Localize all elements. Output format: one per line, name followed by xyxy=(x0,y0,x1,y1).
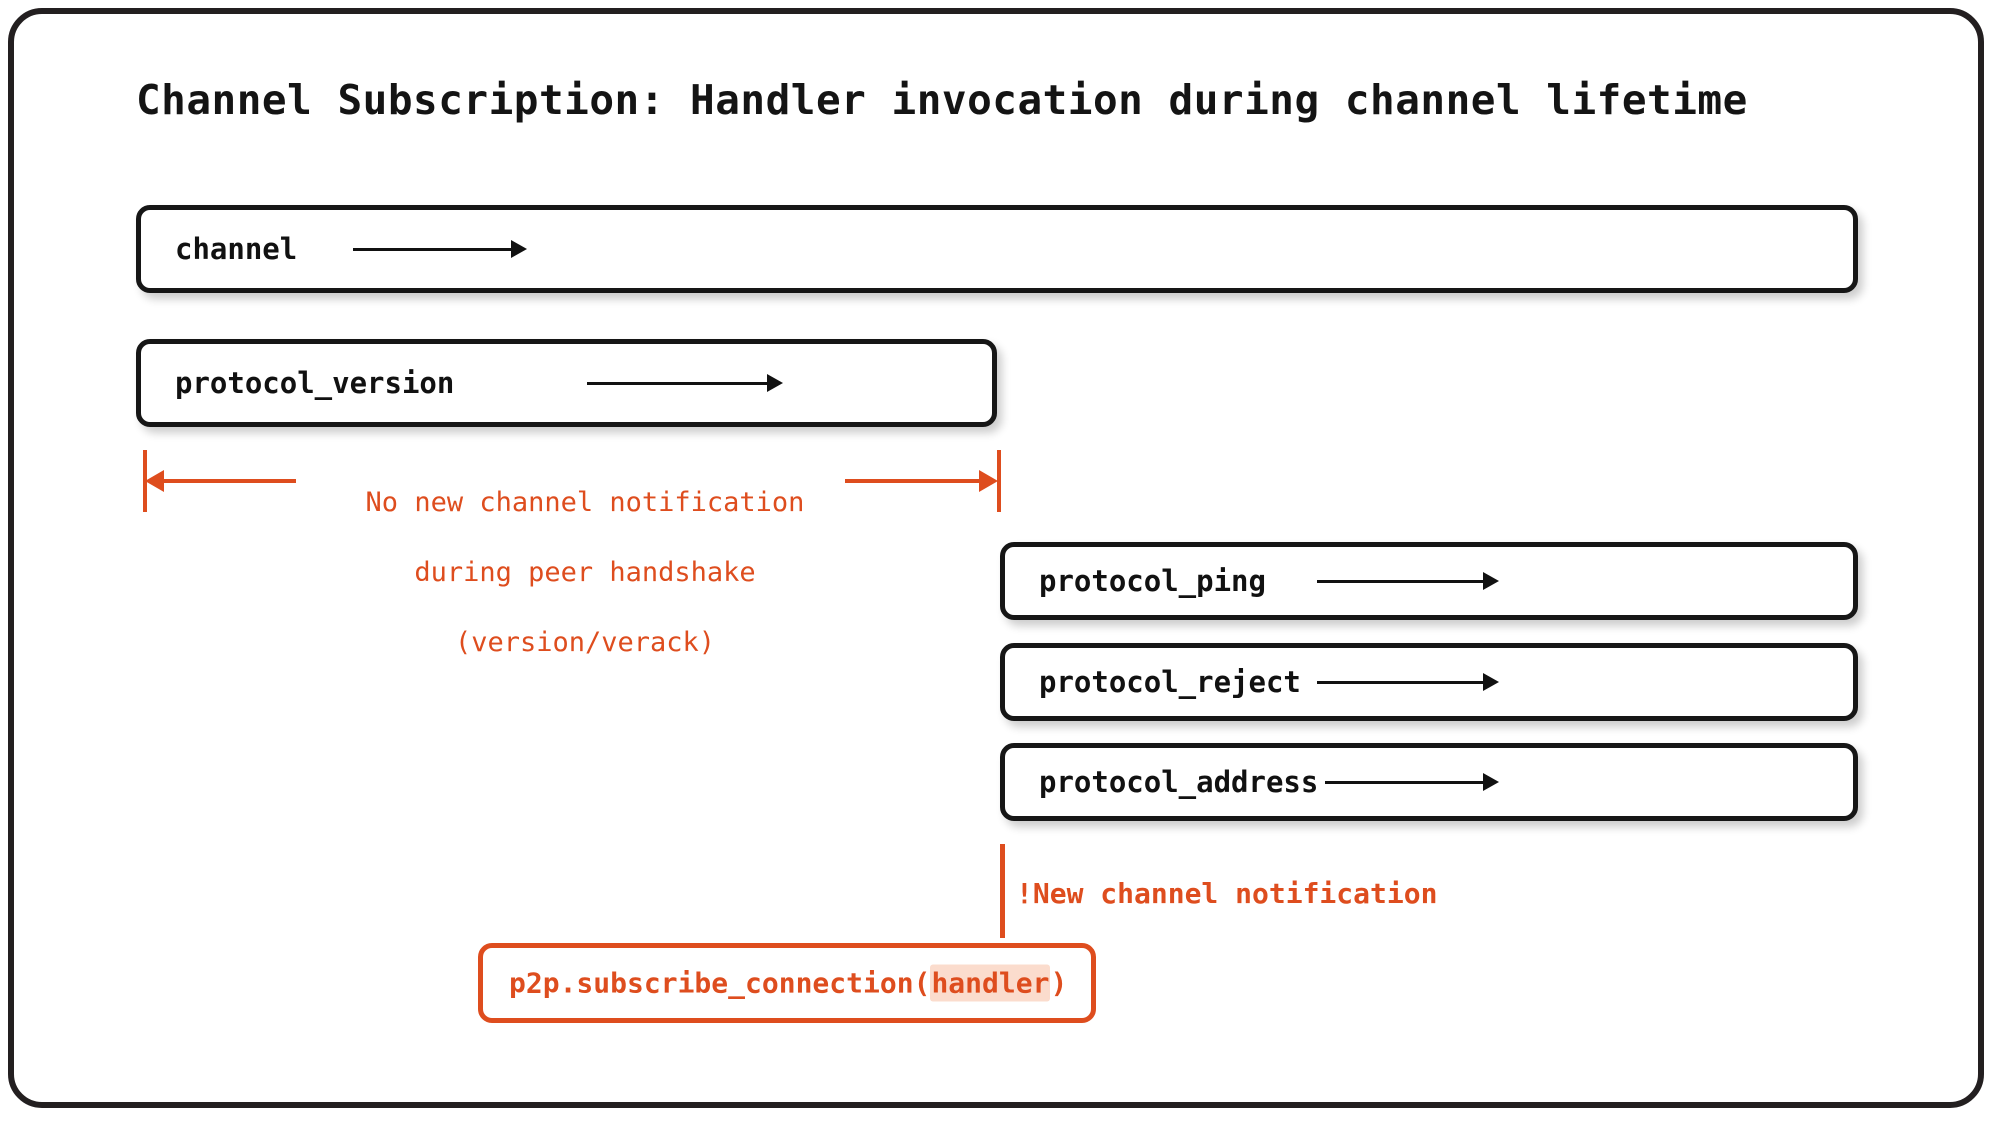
span-line-left xyxy=(162,479,296,483)
handshake-caption-line-2: during peer handshake xyxy=(414,557,756,588)
handshake-caption-line-1: No new channel notification xyxy=(365,487,805,518)
node-channel-label: channel xyxy=(175,232,298,266)
right-arrow-icon xyxy=(979,470,998,492)
node-protocol-reject-label: protocol_reject xyxy=(1039,665,1301,699)
handshake-span-caption: No new channel notification during peer … xyxy=(330,450,840,695)
right-arrow-icon xyxy=(1317,671,1499,693)
node-protocol-version-label: protocol_version xyxy=(175,366,455,400)
node-channel[interactable]: channel xyxy=(136,205,1858,293)
call-handler-arg: handler xyxy=(930,964,1051,1002)
call-subscribe-connection[interactable]: p2p.subscribe_connection(handler) xyxy=(478,943,1096,1023)
right-arrow-icon xyxy=(1325,771,1499,793)
notification-arrow-shaft xyxy=(1000,844,1005,952)
right-arrow-icon xyxy=(1317,570,1499,592)
right-arrow-icon xyxy=(353,238,527,260)
node-protocol-address-label: protocol_address xyxy=(1039,765,1319,799)
span-tick-right xyxy=(997,450,1001,512)
handshake-caption-line-3: (version/verack) xyxy=(454,627,716,658)
node-protocol-reject[interactable]: protocol_reject xyxy=(1000,643,1858,721)
call-suffix: ) xyxy=(1050,966,1068,1000)
call-prefix: p2p.subscribe_connection( xyxy=(509,966,931,1000)
node-protocol-address[interactable]: protocol_address xyxy=(1000,743,1858,821)
node-protocol-ping[interactable]: protocol_ping xyxy=(1000,542,1858,620)
call-subscribe-connection-text: p2p.subscribe_connection(handler) xyxy=(509,964,1068,1002)
span-line-right xyxy=(845,479,979,483)
right-arrow-icon xyxy=(587,372,783,394)
page-title: Channel Subscription: Handler invocation… xyxy=(136,76,1748,124)
node-protocol-version[interactable]: protocol_version xyxy=(136,339,997,427)
notification-label: !New channel notification xyxy=(1016,877,1438,910)
left-arrow-icon xyxy=(145,470,164,492)
node-protocol-ping-label: protocol_ping xyxy=(1039,564,1266,598)
